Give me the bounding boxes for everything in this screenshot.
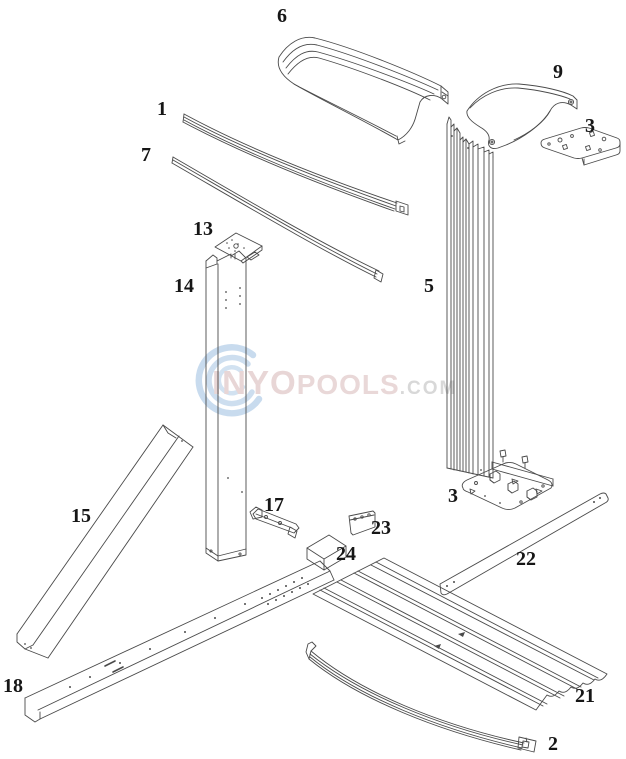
part-14-upright-post-drawing — [205, 250, 247, 562]
part-label-24: 24 — [336, 543, 356, 565]
part-2-bottom-rail-drawing — [305, 641, 537, 753]
part-label-2: 2 — [548, 733, 558, 755]
part-label-1: 1 — [157, 98, 167, 120]
part-label-13: 13 — [193, 218, 213, 240]
part-9-top-cap-drawing — [466, 83, 578, 149]
part-13-post-plate-drawing — [214, 232, 263, 264]
part-label-3-top: 3 — [585, 115, 595, 137]
part-23-small-plate-drawing — [348, 510, 376, 536]
part-label-14: 14 — [174, 275, 194, 297]
watermark-swoosh-icon — [195, 344, 263, 417]
part-7-stabilizer-rail-drawing — [171, 156, 384, 283]
watermark-brand-left: INYO — [212, 364, 297, 401]
part-15-buttress-brace-drawing — [16, 424, 194, 659]
part-21-wall-panel-drawing — [312, 557, 608, 711]
part-18-bottom-channel-drawing — [24, 560, 335, 723]
part-5-ribbed-upright-drawing — [446, 116, 494, 479]
watermark-domain-suffix: .COM — [399, 378, 458, 399]
part-label-7: 7 — [141, 144, 151, 166]
part-label-17: 17 — [264, 494, 284, 516]
part-label-15: 15 — [71, 505, 91, 527]
part-3-top-plate-drawing — [540, 127, 621, 166]
part-label-6: 6 — [277, 5, 287, 27]
part-22-flat-strap-drawing — [439, 492, 609, 596]
part-label-22: 22 — [516, 548, 536, 570]
part-label-3-bottom: 3 — [448, 485, 458, 507]
part-label-9: 9 — [553, 61, 563, 83]
watermark-brand-right: POOLS — [296, 369, 400, 400]
part-6-top-ledge-drawing — [277, 36, 449, 145]
part-17-small-bracket-drawing — [249, 506, 300, 539]
part-label-5: 5 — [424, 275, 434, 297]
part-label-18: 18 — [3, 675, 23, 697]
part-3-bottom-base-plate-drawing — [461, 449, 554, 510]
part-1-top-rail-drawing — [182, 113, 409, 216]
part-label-23: 23 — [371, 517, 391, 539]
part-label-21: 21 — [575, 685, 595, 707]
